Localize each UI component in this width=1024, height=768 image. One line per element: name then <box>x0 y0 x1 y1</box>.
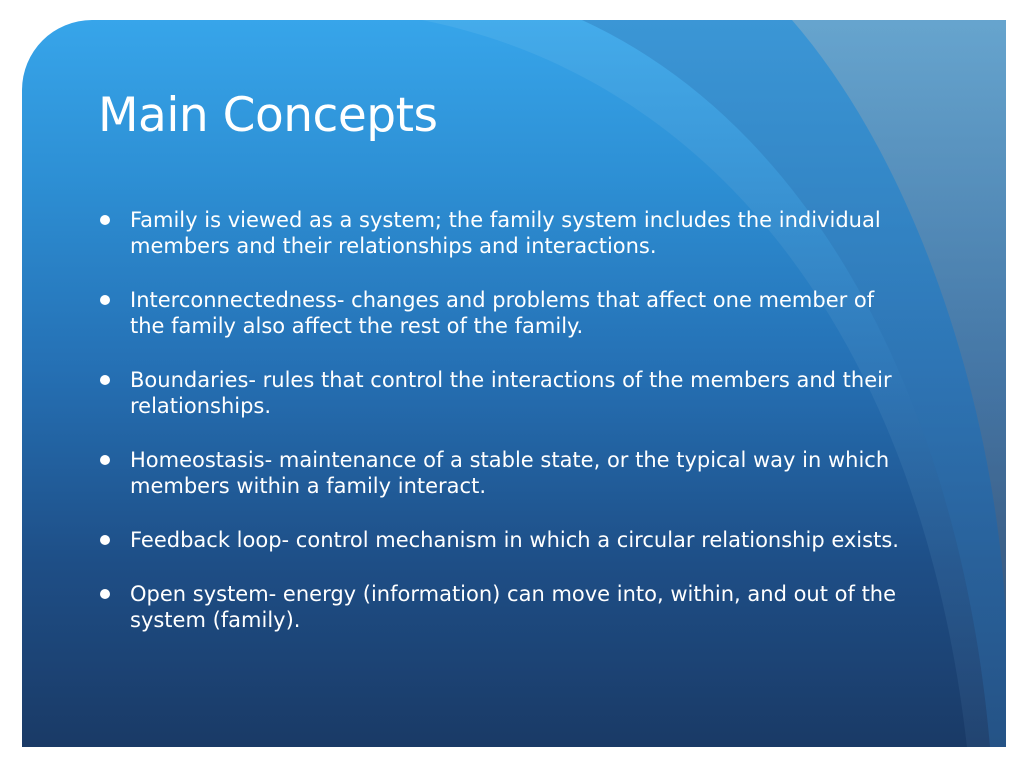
bullet-item: Homeostasis- maintenance of a stable sta… <box>100 447 900 499</box>
slide: Main Concepts Family is viewed as a syst… <box>22 20 1006 747</box>
bullet-item: Family is viewed as a system; the family… <box>100 207 900 259</box>
bullet-text: Family is viewed as a system; the family… <box>130 208 881 258</box>
bullet-list: Family is viewed as a system; the family… <box>100 207 900 661</box>
bullet-text: Open system- energy (information) can mo… <box>130 582 897 632</box>
bullet-item: Interconnectedness- changes and problems… <box>100 287 900 339</box>
bullet-dot-icon <box>100 455 110 465</box>
bullet-dot-icon <box>100 535 110 545</box>
bullet-item: Boundaries- rules that control the inter… <box>100 367 900 419</box>
background-swoosh <box>422 20 1006 747</box>
bullet-dot-icon <box>100 215 110 225</box>
bullet-text: Homeostasis- maintenance of a stable sta… <box>130 448 890 498</box>
bullet-item: Open system- energy (information) can mo… <box>100 581 900 633</box>
bullet-dot-icon <box>100 375 110 385</box>
slide-title: Main Concepts <box>98 88 438 143</box>
bullet-item: Feedback loop- control mechanism in whic… <box>100 527 900 553</box>
bullet-dot-icon <box>100 589 110 599</box>
bullet-text: Interconnectedness- changes and problems… <box>130 288 875 338</box>
bullet-text: Feedback loop- control mechanism in whic… <box>130 528 899 552</box>
bullet-dot-icon <box>100 295 110 305</box>
bullet-text: Boundaries- rules that control the inter… <box>130 368 892 418</box>
